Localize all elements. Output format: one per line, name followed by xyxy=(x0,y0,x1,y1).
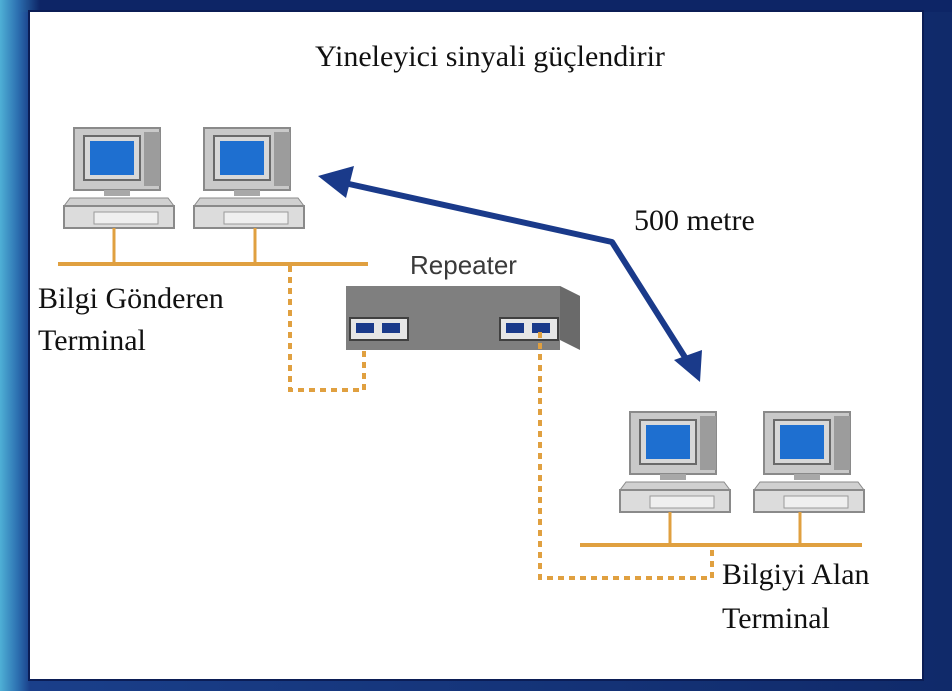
distance-arrow xyxy=(318,166,702,382)
repeater-device xyxy=(346,286,580,350)
receiver-computer-1 xyxy=(619,411,731,513)
distance-label: 500 metre xyxy=(634,204,755,237)
receiver-dotted-cable xyxy=(538,332,714,580)
sender-computer-2 xyxy=(193,127,305,229)
sender-label-line1: Bilgi Gönderen xyxy=(38,282,224,315)
slide-top-bar xyxy=(0,0,952,12)
sender-network-bus xyxy=(58,228,368,266)
sender-computer-1 xyxy=(63,127,175,229)
receiver-label-line1: Bilgiyi Alan xyxy=(722,558,870,591)
sender-label-line2: Terminal xyxy=(38,324,146,357)
receiver-computer-2 xyxy=(753,411,865,513)
receiver-label-line2: Terminal xyxy=(722,602,830,635)
diagram-title: Yineleyici sinyali güçlendirir xyxy=(315,40,665,73)
receiver-network-bus xyxy=(580,512,862,547)
repeater-label: Repeater xyxy=(410,250,517,280)
